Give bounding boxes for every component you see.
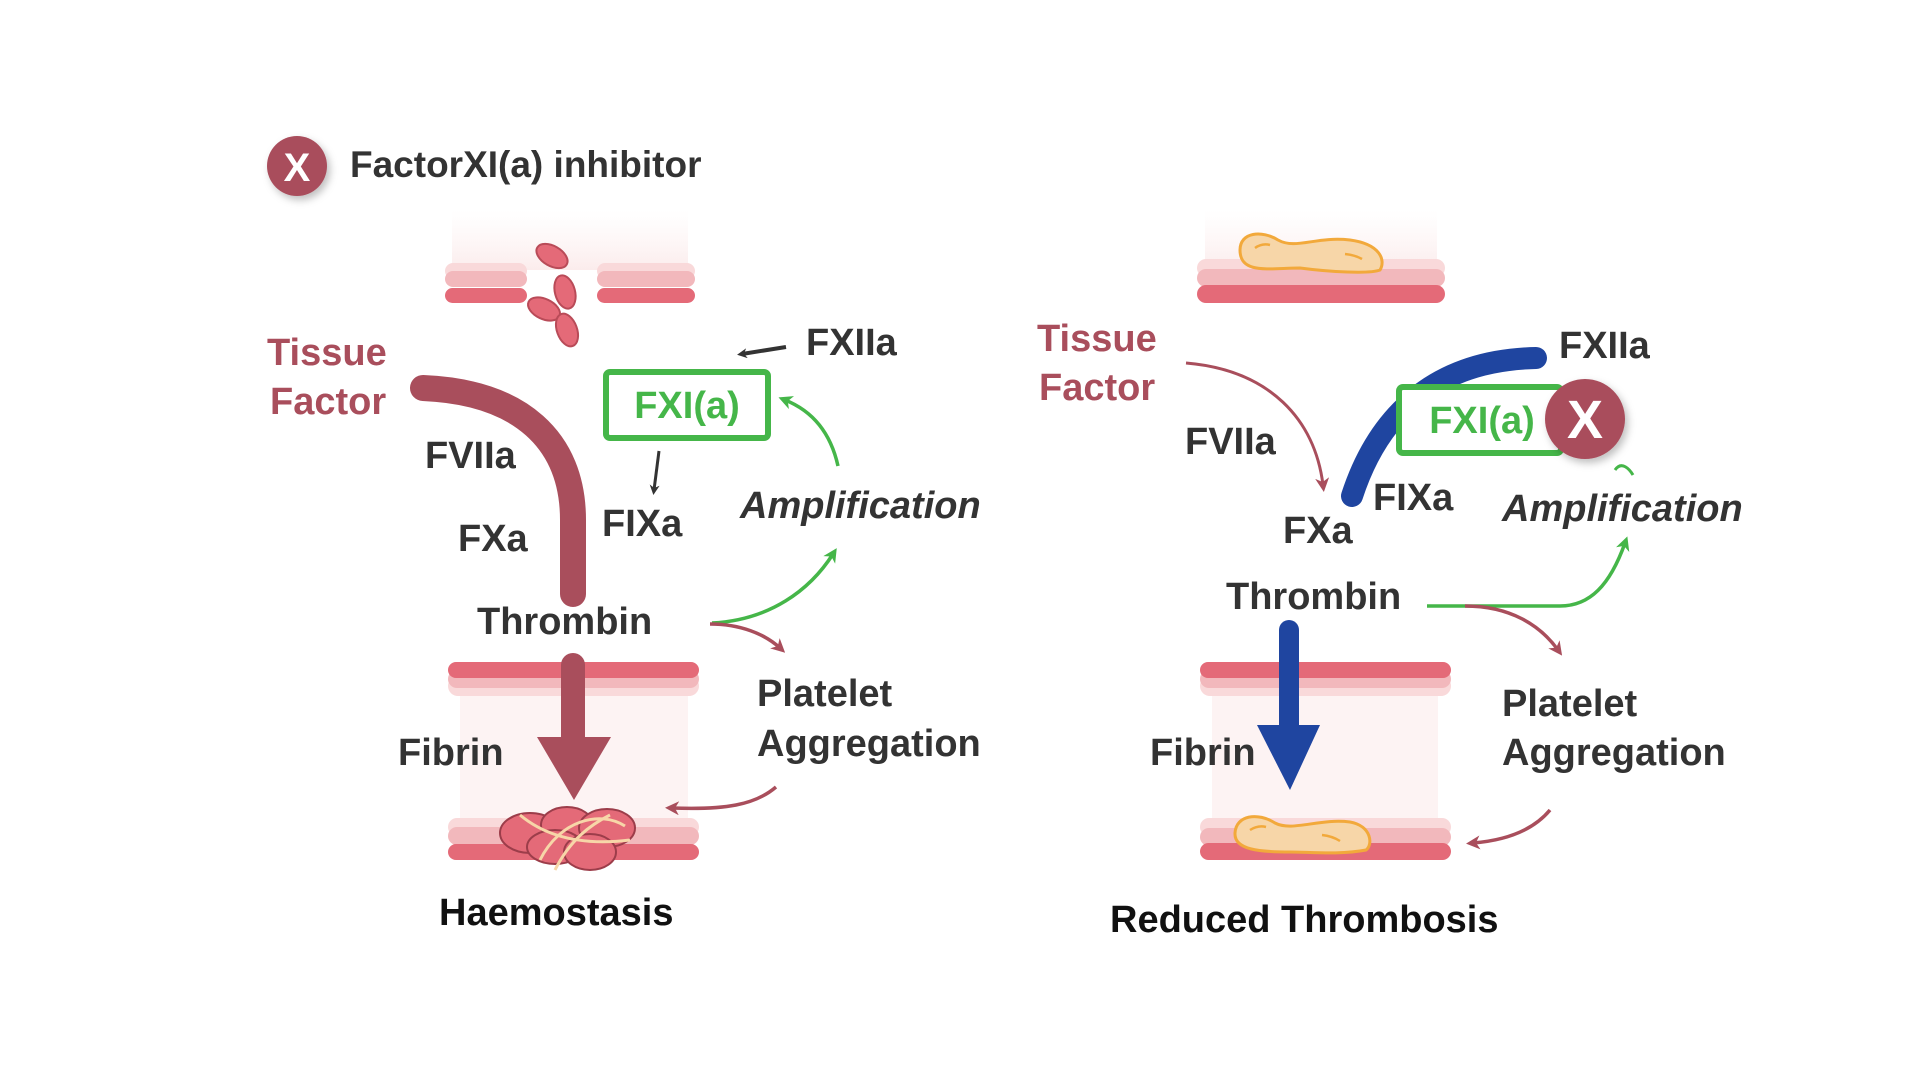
thrombin-label: Thrombin [1226, 576, 1401, 618]
legend-x-mark: X [284, 146, 311, 190]
inhibitor-x-icon [1545, 379, 1625, 459]
fviia-label: FVIIa [425, 435, 517, 477]
amplification-label: Amplification [739, 485, 981, 527]
tissue-factor-to-fxa-arrow [1185, 361, 1330, 492]
legend-label: FactorXI(a) inhibitor [350, 144, 702, 185]
fxa-label: FXa [1283, 510, 1354, 552]
legend: X FactorXI(a) inhibitor [267, 136, 702, 196]
fixa-label: FIXa [1373, 477, 1454, 519]
outcome-haemostasis: Haemostasis [439, 892, 673, 934]
thrombin-to-amplification-arrow [1427, 536, 1630, 608]
fxia-label: FXI(a) [634, 385, 740, 427]
fibrin-label: Fibrin [1150, 732, 1256, 774]
amplification-to-fxia-arrow [1613, 464, 1635, 476]
inhibitor-x-mark: X [1567, 390, 1603, 450]
right-panel: Tissue Factor FVIIa FXIIa FXI(a) X FIXa … [1037, 210, 1743, 941]
fxiia-label: FXIIa [1559, 325, 1651, 367]
thrombin-label: Thrombin [477, 601, 652, 643]
fxiia-label: FXIIa [806, 322, 898, 364]
platelet-to-platelet-arrow [1466, 808, 1552, 850]
fxia-box: FXI(a) [1396, 384, 1564, 456]
platelet-icon [1238, 232, 1384, 274]
fviia-label: FVIIa [1185, 421, 1277, 463]
extrinsic-pathway-arrow [410, 375, 586, 607]
fxia-to-fixa-arrow [649, 450, 661, 495]
platelet-icon [1233, 815, 1372, 855]
left-panel: Tissue Factor FVIIa FXa FXIIa FXI(a) FIX… [267, 210, 981, 934]
thrombin-to-platelet-arrow [709, 622, 786, 653]
fixa-label: FIXa [602, 503, 683, 545]
fibrin-label: Fibrin [398, 732, 504, 774]
amplification-to-fxia-arrow [778, 396, 840, 467]
red-blood-cells-icon [527, 242, 580, 348]
fxiia-to-fxia-arrow [737, 345, 787, 359]
fibrin-arrowhead [537, 737, 611, 800]
fxia-box: FXI(a) [603, 369, 771, 441]
thrombin-to-amplification-arrow [711, 548, 837, 625]
tissue-factor-label: Tissue Factor [267, 332, 397, 423]
platelet-to-clot-arrow [665, 785, 778, 816]
thrombin-to-platelet-arrow [1464, 604, 1563, 656]
amplification-label: Amplification [1501, 488, 1743, 530]
reduced-fibrin-arrowhead [1257, 725, 1320, 790]
fxa-label: FXa [458, 518, 529, 560]
blood-clot-icon [499, 806, 636, 871]
x-circle-icon [267, 136, 327, 196]
platelet-aggregation-label: Platelet Aggregation [1502, 683, 1726, 774]
fxia-label: FXI(a) [1429, 400, 1535, 442]
outcome-reduced-thrombosis: Reduced Thrombosis [1110, 899, 1499, 941]
platelet-aggregation-label: Platelet Aggregation [757, 673, 981, 765]
tissue-factor-label: Tissue Factor [1037, 318, 1167, 409]
vessel-wall-injured [445, 210, 695, 303]
